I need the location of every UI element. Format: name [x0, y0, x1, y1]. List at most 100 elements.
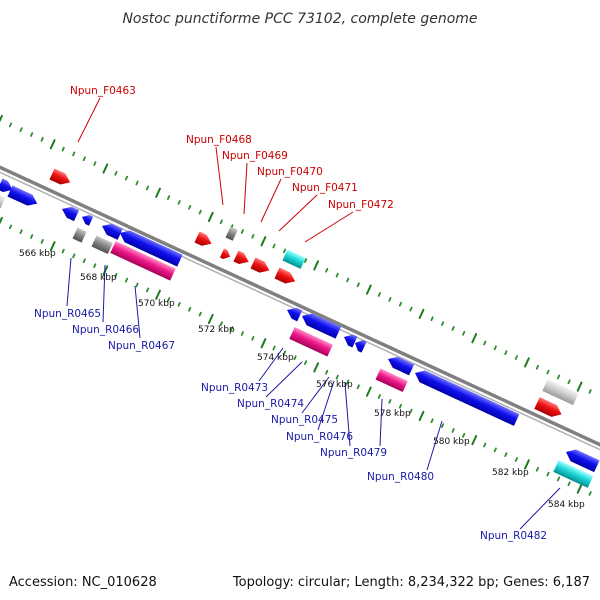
track-dot	[40, 137, 44, 142]
track-dot	[388, 297, 392, 302]
track-dot	[145, 287, 150, 293]
track-dot	[524, 357, 530, 368]
track-dot	[188, 306, 192, 312]
track-dot	[546, 369, 550, 375]
track-dot	[293, 355, 297, 361]
gene-arrow	[102, 223, 123, 240]
tick-label: 574 kbp	[257, 353, 294, 363]
track-dot	[251, 335, 255, 341]
gene-label-npun-r0475[interactable]: Npun_R0475	[271, 414, 338, 426]
tick-label: 580 kbp	[433, 437, 470, 447]
topology-text: Topology: circular; Length: 8,234,322 bp…	[232, 575, 590, 590]
gene-label-npun-f0463[interactable]: Npun_F0463	[70, 85, 136, 97]
track-dot	[483, 340, 487, 346]
track-dot	[365, 284, 372, 295]
track-dot	[198, 209, 202, 215]
track-dot	[72, 151, 76, 157]
leader-line	[134, 285, 141, 339]
track-dot	[188, 204, 192, 210]
track-dot	[49, 241, 56, 252]
gene-label-npun-r0473[interactable]: Npun_R0473	[201, 382, 268, 394]
leader-line	[278, 194, 318, 232]
gene-arrow	[219, 248, 231, 260]
track-dot	[493, 447, 497, 453]
track-dot	[40, 239, 44, 244]
gene-label-npun-r0465[interactable]: Npun_R0465	[34, 308, 101, 320]
gene-label-npun-f0472[interactable]: Npun_F0472	[328, 199, 394, 211]
gene-label-npun-f0470[interactable]: Npun_F0470	[257, 166, 323, 178]
gene-npun-r0467-b	[110, 241, 176, 281]
track-dot	[207, 313, 214, 325]
track-dot	[177, 200, 181, 205]
track-dot	[567, 379, 571, 385]
track-dot	[145, 185, 150, 191]
track-dot	[124, 277, 129, 283]
track-dot	[260, 338, 267, 349]
gene-label-npun-r0480[interactable]: Npun_R0480	[367, 471, 434, 483]
map-title: Nostoc punctiforme PCC 73102, complete g…	[122, 11, 477, 27]
track-dot	[471, 333, 478, 344]
gene-npun-r0475	[344, 334, 358, 348]
track-dot	[155, 289, 161, 300]
leader-line	[317, 380, 335, 431]
gene-label-npun-r0467[interactable]: Npun_R0467	[108, 340, 175, 352]
track-dot	[398, 301, 403, 307]
gene-npun-r0466	[91, 235, 113, 254]
track-dot	[304, 360, 308, 365]
track-dot	[418, 308, 425, 319]
gene-features	[0, 168, 600, 488]
gene-label-npun-r0474[interactable]: Npun_R0474	[237, 398, 304, 410]
reverse-gene-labels: Npun_R0465 Npun_R0466 Npun_R0467 Npun_R0…	[34, 308, 547, 542]
leader-line	[304, 211, 354, 243]
track-dot	[260, 236, 267, 247]
track-dot	[418, 410, 425, 421]
gene-label-npun-r0476[interactable]: Npun_R0476	[286, 431, 353, 443]
leader-line	[243, 162, 248, 215]
leader-line	[265, 361, 303, 398]
gene-arrow	[534, 397, 562, 417]
leader-line	[66, 257, 72, 307]
gene-label-npun-r0466[interactable]: Npun_R0466	[72, 324, 139, 336]
track-dot	[493, 345, 497, 351]
track-dot	[230, 326, 234, 332]
gene-label-npun-r0479[interactable]: Npun_R0479	[320, 447, 387, 459]
gene-npun-r0474-b	[289, 327, 333, 357]
leader-line	[519, 487, 561, 530]
track-dot	[441, 321, 445, 326]
track-dot	[535, 466, 540, 472]
leader-line	[77, 97, 101, 143]
track-dot	[114, 272, 118, 278]
track-dot	[462, 330, 466, 336]
track-dot	[167, 297, 171, 302]
gene-npun-f0472	[282, 249, 306, 269]
track-dot	[567, 481, 571, 487]
track-dot	[365, 386, 372, 397]
gene-label-npun-f0471[interactable]: Npun_F0471	[292, 182, 358, 194]
track-dot	[251, 233, 255, 239]
track-dot	[588, 389, 592, 394]
leader-line	[215, 146, 224, 206]
leader-line	[301, 376, 330, 414]
leader-line	[344, 382, 351, 447]
track-dot	[135, 282, 139, 288]
track-dot	[61, 248, 65, 254]
track-dot	[335, 374, 339, 380]
gene-arrow	[82, 214, 94, 226]
track-dot	[377, 292, 381, 297]
track-dot	[155, 187, 161, 198]
gene-label-npun-f0468[interactable]: Npun_F0468	[186, 134, 252, 146]
track-dot	[535, 364, 540, 370]
track-dot	[588, 491, 592, 496]
gene-npun-f0470	[250, 257, 270, 273]
track-dot	[556, 476, 561, 482]
track-dot	[356, 282, 360, 288]
gene-npun-r0465	[72, 227, 87, 243]
tick-label: 570 kbp	[138, 299, 175, 309]
track-dot	[313, 260, 320, 271]
gene-label-npun-r0482[interactable]: Npun_R0482	[480, 530, 547, 542]
gene-npun-r0473	[287, 307, 303, 322]
gene-label-npun-f0469[interactable]: Npun_F0469	[222, 150, 288, 162]
gene-arrow	[0, 178, 13, 192]
track-dot	[82, 258, 86, 264]
